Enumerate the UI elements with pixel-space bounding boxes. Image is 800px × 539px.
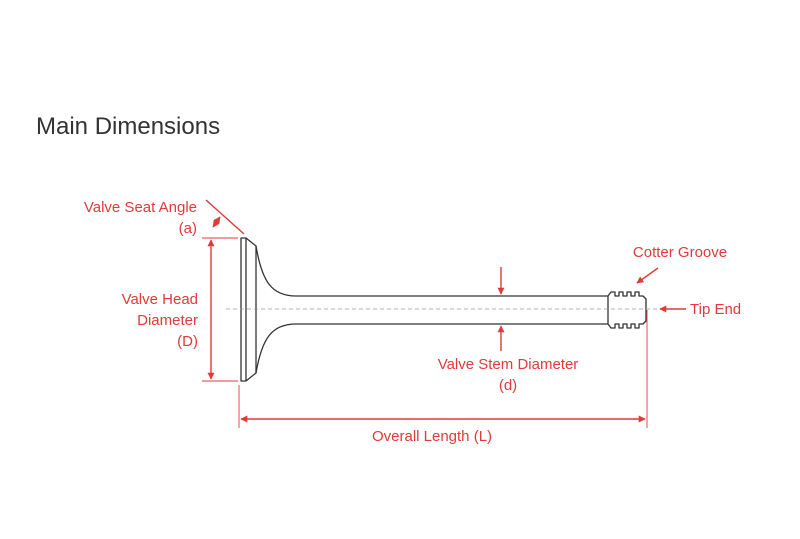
label-stem-diameter: Valve Stem Diameter — [438, 356, 579, 373]
label-cotter-groove: Cotter Groove — [633, 244, 727, 261]
cotter-groove-leader — [636, 267, 659, 284]
label-head-diameter-symbol: (D) — [177, 333, 198, 350]
label-seat-angle: Valve Seat Angle — [84, 199, 197, 216]
cotter-groove — [607, 291, 647, 329]
seat-angle-arrow — [212, 216, 221, 228]
valve-seat — [245, 237, 257, 382]
label-head-diameter-2: Diameter — [137, 312, 198, 329]
seat-angle-line — [205, 199, 245, 235]
label-head-diameter-1: Valve Head — [122, 291, 198, 308]
label-stem-diameter-symbol: (d) — [499, 377, 517, 394]
annotations — [202, 199, 686, 428]
valve-outline — [240, 237, 647, 382]
label-seat-angle-symbol: (a) — [179, 220, 197, 237]
valve-stem-body — [255, 245, 609, 374]
label-tip-end: Tip End — [690, 301, 741, 318]
label-overall-length: Overall Length (L) — [372, 428, 492, 445]
page-title: Main Dimensions — [36, 113, 220, 140]
valve-head-face — [240, 237, 247, 382]
